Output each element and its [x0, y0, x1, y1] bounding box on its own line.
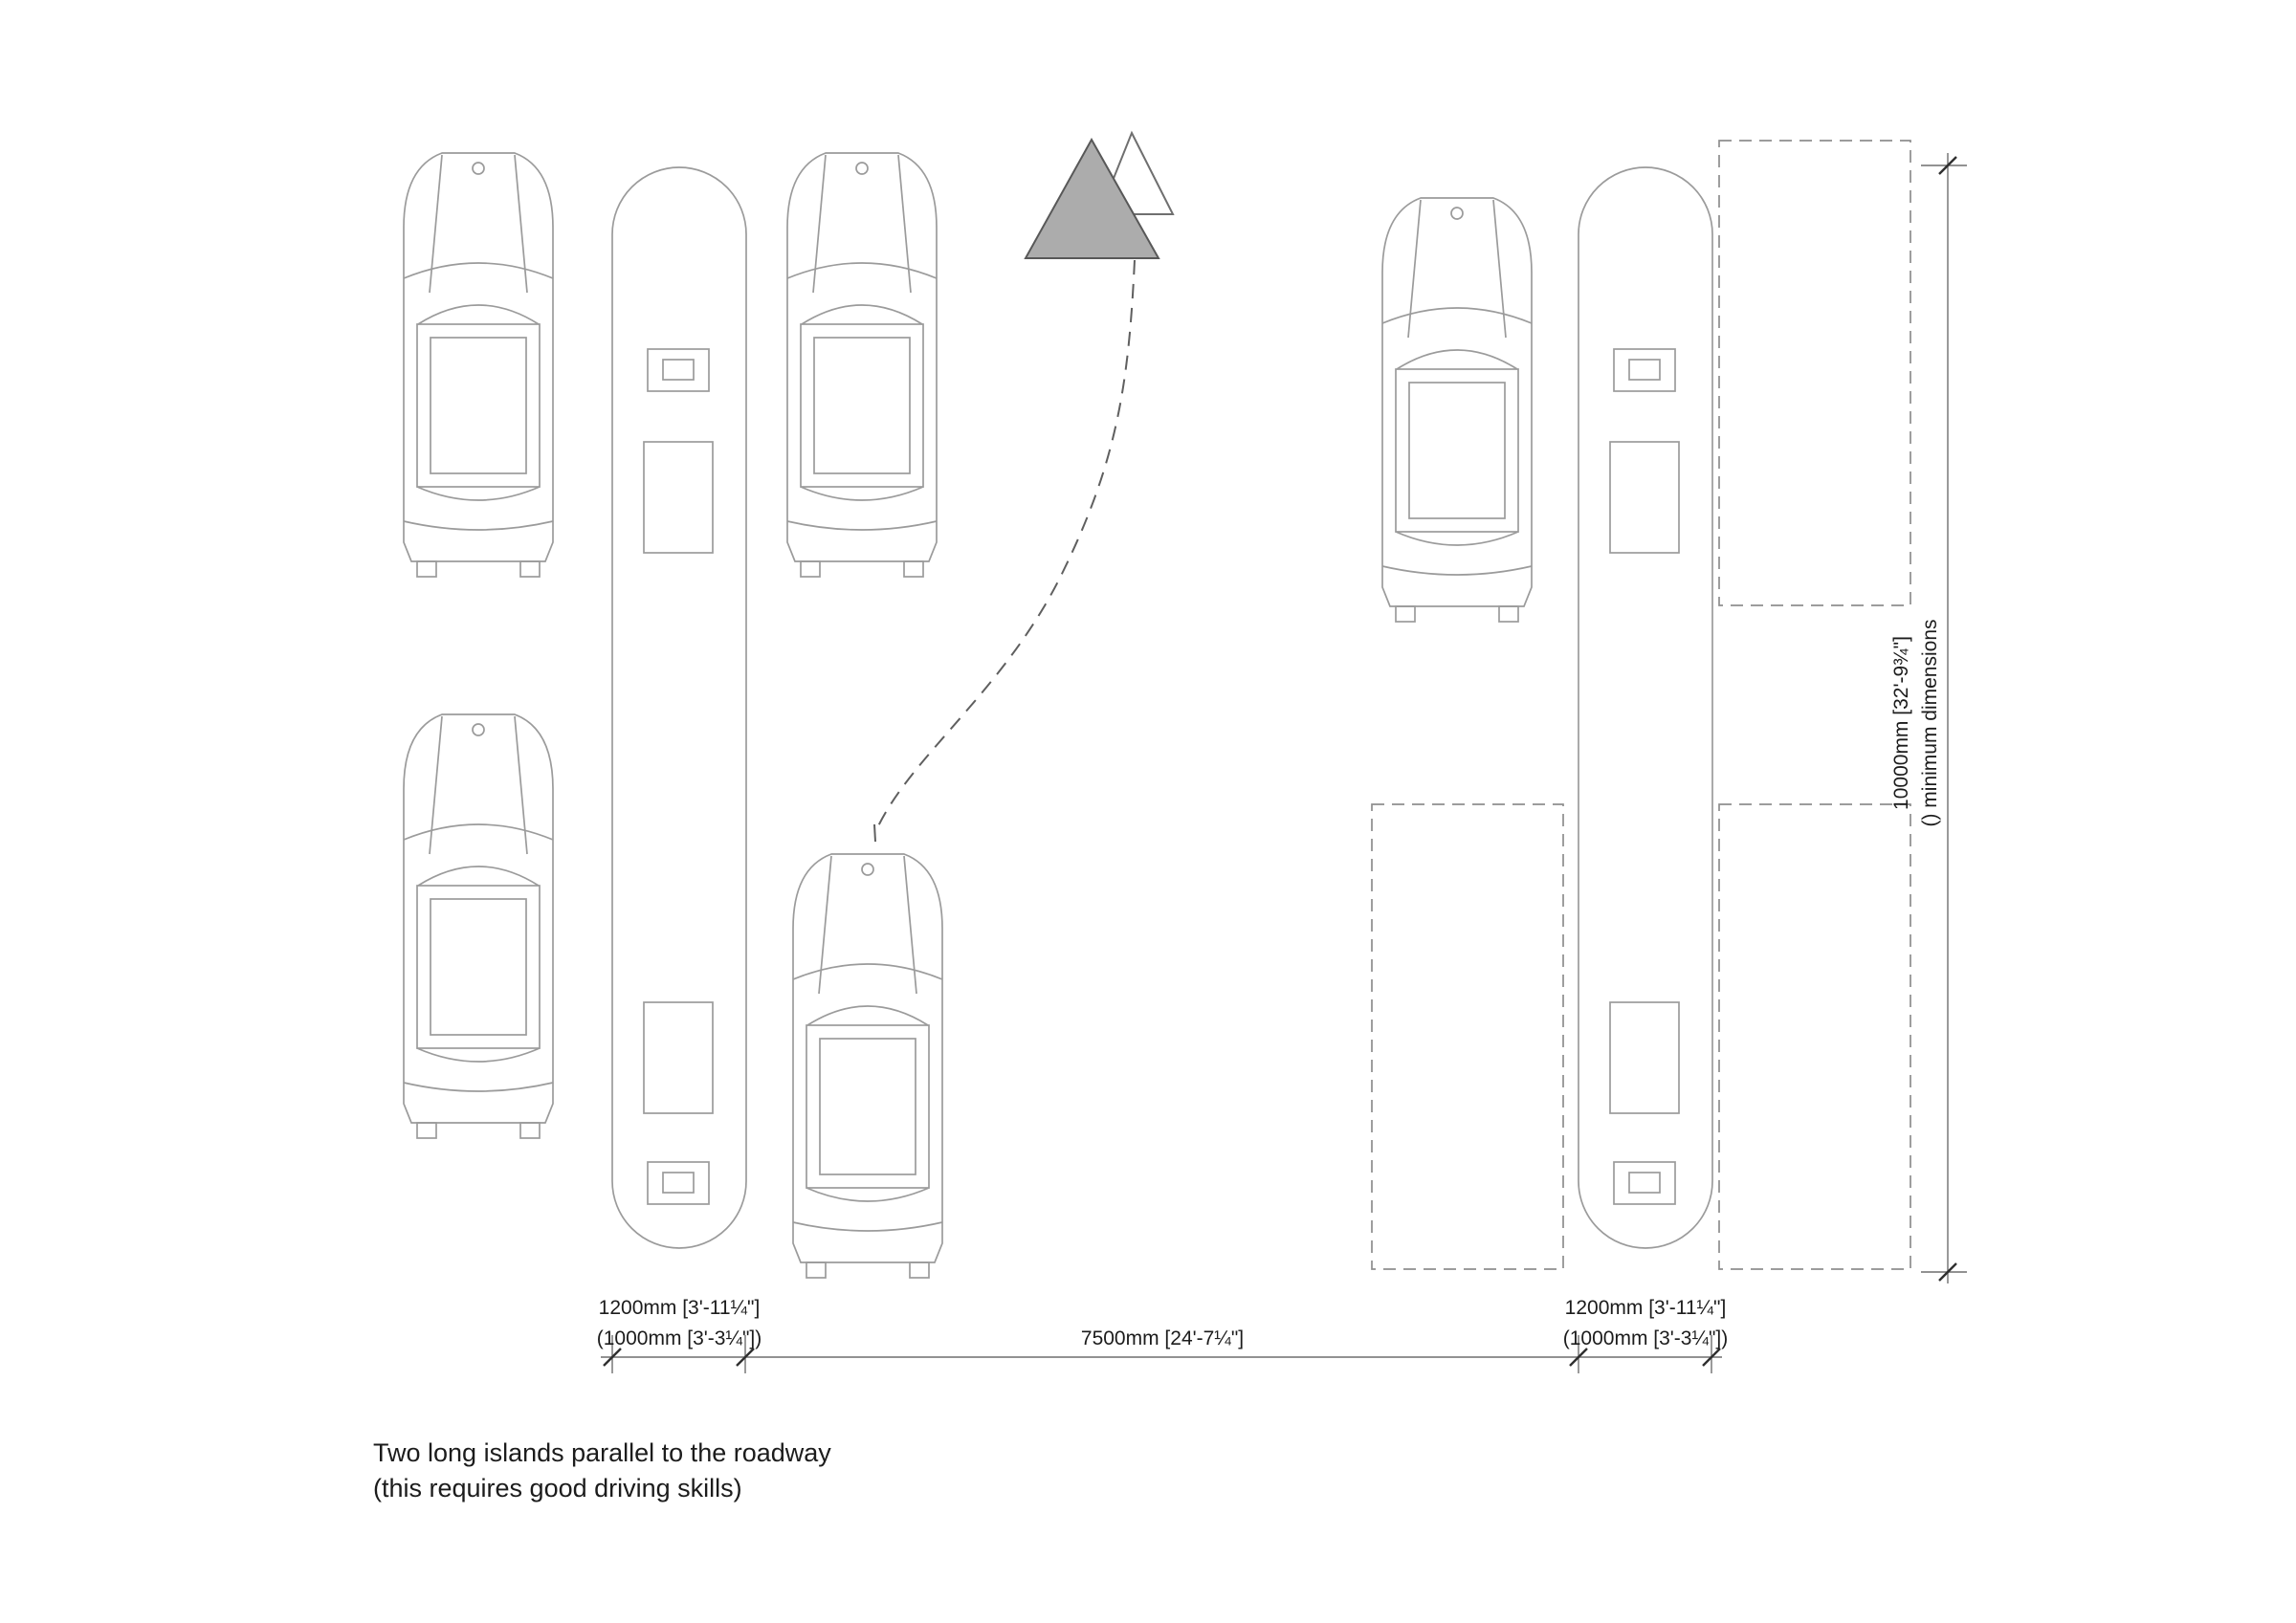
- dimension-tick: [1938, 156, 1957, 175]
- marker-triangle-gray: [1024, 137, 1160, 259]
- car: [403, 713, 554, 1139]
- driving-path-end-tick: [873, 823, 876, 843]
- dimension-tick: [1569, 1348, 1588, 1367]
- vertical-dimension-line: [1921, 153, 1967, 1283]
- car: [403, 152, 554, 578]
- dimension-tick: [1938, 1262, 1957, 1282]
- dim-label-left-island-secondary: (1000mm [3'-3¼"]): [597, 1327, 762, 1349]
- dim-label-island-length: 10000mm [32'-9¾"]: [1890, 636, 1912, 810]
- car: [1381, 197, 1533, 623]
- car: [786, 152, 938, 578]
- parking-space-dashed: [1718, 140, 1911, 606]
- fuel-island-left: [611, 166, 747, 1249]
- caption-line2: (this requires good driving skills): [373, 1474, 742, 1502]
- dimension-tick: [603, 1348, 622, 1367]
- parking-space-dashed: [1718, 803, 1911, 1270]
- parking-space-dashed: [1371, 803, 1564, 1270]
- caption-line1: Two long islands parallel to the roadway: [373, 1438, 831, 1467]
- dim-label-minimum-note: () minimum dimensions: [1919, 619, 1941, 826]
- dim-label-roadway: 7500mm [24'-7¼"]: [1081, 1327, 1244, 1349]
- bottom-dimension-lines: [601, 1335, 1722, 1373]
- dim-label-right-island-primary: 1200mm [3'-11¼"]: [1565, 1297, 1727, 1319]
- dim-label-left-island-primary: 1200mm [3'-11¼"]: [599, 1297, 761, 1319]
- car: [792, 853, 943, 1279]
- driving-path-dashed: [875, 259, 1136, 831]
- dimension-tick: [1702, 1348, 1721, 1367]
- dim-label-right-island-secondary: (1000mm [3'-3¼"]): [1563, 1327, 1729, 1349]
- dimension-tick: [736, 1348, 755, 1367]
- fuel-island-right: [1578, 166, 1713, 1249]
